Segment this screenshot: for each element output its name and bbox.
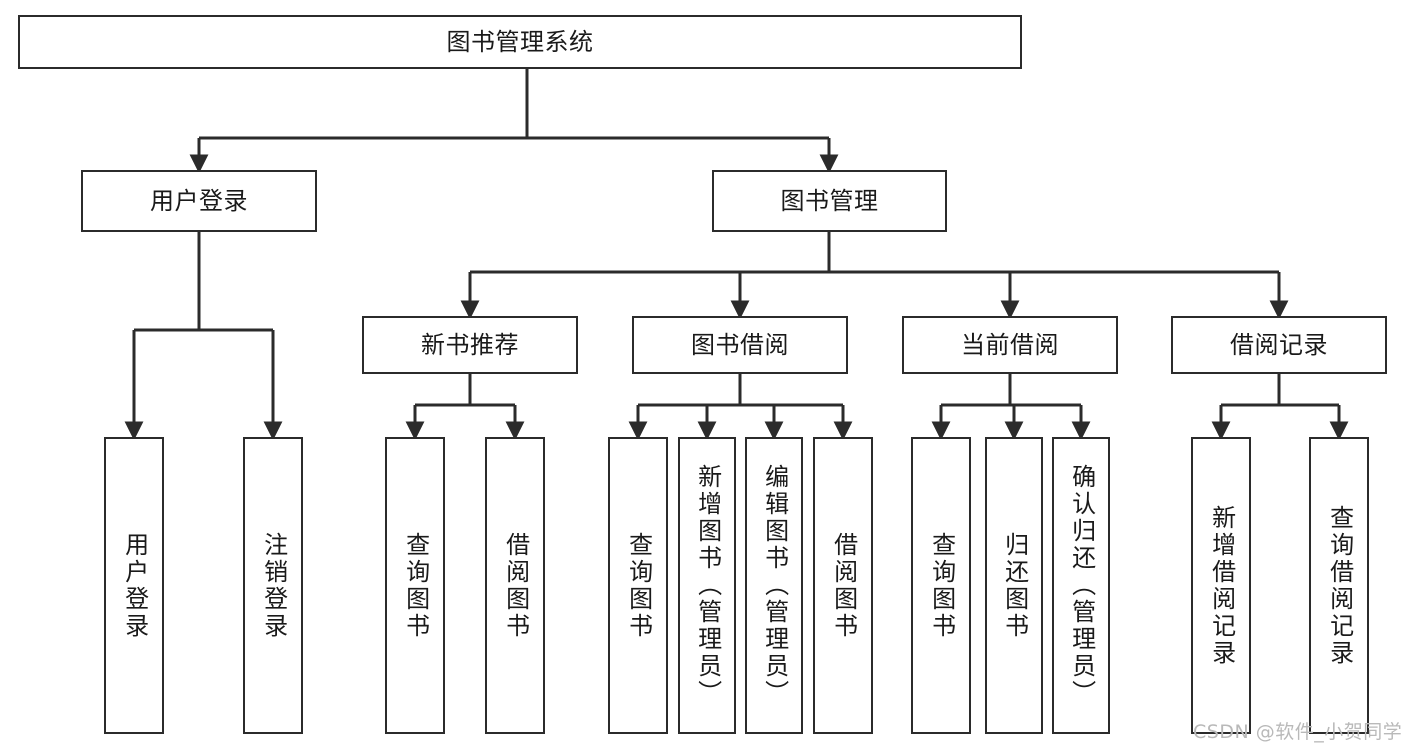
- node-current-borrow[interactable]: 当前借阅: [902, 316, 1118, 374]
- csdn-watermark: CSDN @软件_小贺同学: [1193, 721, 1403, 743]
- node-leaf-query-book-3-label: 查询图书: [927, 531, 956, 640]
- node-leaf-return-book[interactable]: 归还图书: [985, 437, 1043, 734]
- node-leaf-confirm-return-label: 确认归还（管理员）: [1067, 464, 1096, 707]
- node-leaf-query-book-2-label: 查询图书: [624, 531, 653, 640]
- node-leaf-query-book-1-label: 查询图书: [401, 531, 430, 640]
- connector-arrowhead-new_book_rec_to_leaves-1: [505, 421, 525, 441]
- node-new-book-rec[interactable]: 新书推荐: [362, 316, 578, 374]
- node-leaf-add-book-label: 新增图书（管理员）: [693, 464, 722, 707]
- connector-arrowhead-book_manage_to_l3-0: [460, 300, 480, 320]
- node-current-borrow-label: 当前借阅: [961, 330, 1059, 359]
- node-leaf-edit-book[interactable]: 编辑图书（管理员）: [745, 437, 803, 734]
- node-root[interactable]: 图书管理系统: [18, 15, 1022, 69]
- connector-arrowhead-root_to_l2-0: [189, 154, 209, 174]
- node-root-label: 图书管理系统: [446, 27, 594, 56]
- node-leaf-query-record-label: 查询借阅记录: [1325, 504, 1354, 667]
- connector-arrowhead-book_borrow_to_leaves-2: [764, 421, 784, 441]
- connector-arrowhead-new_book_rec_to_leaves-0: [405, 421, 425, 441]
- node-leaf-query-book-2[interactable]: 查询图书: [608, 437, 668, 734]
- node-leaf-logout[interactable]: 注销登录: [243, 437, 303, 734]
- connector-arrowhead-borrow_record_to_leaves-0: [1211, 421, 1231, 441]
- node-user-login-label: 用户登录: [150, 186, 248, 215]
- connector-arrowhead-root_to_l2-1: [819, 154, 839, 174]
- node-user-login[interactable]: 用户登录: [81, 170, 317, 232]
- node-leaf-add-record[interactable]: 新增借阅记录: [1191, 437, 1251, 734]
- node-borrow-record-label: 借阅记录: [1230, 330, 1328, 359]
- node-leaf-edit-book-label: 编辑图书（管理员）: [760, 464, 789, 707]
- node-leaf-logout-label: 注销登录: [259, 531, 288, 640]
- node-leaf-borrow-book-2-label: 借阅图书: [829, 531, 858, 640]
- node-leaf-add-book[interactable]: 新增图书（管理员）: [678, 437, 736, 734]
- node-leaf-add-record-label: 新增借阅记录: [1207, 504, 1236, 667]
- connector-arrowhead-borrow_record_to_leaves-1: [1329, 421, 1349, 441]
- connector-arrowhead-user_login_to_leaves-1: [263, 421, 283, 441]
- connector-arrowhead-book_manage_to_l3-3: [1269, 300, 1289, 320]
- connector-arrowhead-current_borrow_to_leaves-1: [1004, 421, 1024, 441]
- node-new-book-rec-label: 新书推荐: [421, 330, 519, 359]
- connector-arrowhead-book_borrow_to_leaves-0: [628, 421, 648, 441]
- connector-arrowhead-user_login_to_leaves-0: [124, 421, 144, 441]
- node-leaf-borrow-book-2[interactable]: 借阅图书: [813, 437, 873, 734]
- node-leaf-confirm-return[interactable]: 确认归还（管理员）: [1052, 437, 1110, 734]
- node-leaf-query-record[interactable]: 查询借阅记录: [1309, 437, 1369, 734]
- connector-arrowhead-current_borrow_to_leaves-0: [931, 421, 951, 441]
- connector-arrowhead-book_manage_to_l3-2: [1000, 300, 1020, 320]
- node-leaf-user-login[interactable]: 用户登录: [104, 437, 164, 734]
- node-leaf-query-book-3[interactable]: 查询图书: [911, 437, 971, 734]
- connector-arrowhead-book_manage_to_l3-1: [730, 300, 750, 320]
- node-book-borrow[interactable]: 图书借阅: [632, 316, 848, 374]
- node-leaf-return-book-label: 归还图书: [1000, 531, 1029, 640]
- node-leaf-query-book-1[interactable]: 查询图书: [385, 437, 445, 734]
- connector-arrowhead-current_borrow_to_leaves-2: [1071, 421, 1091, 441]
- node-book-manage[interactable]: 图书管理: [712, 170, 947, 232]
- connector-layer: [124, 69, 1349, 441]
- node-leaf-borrow-book-1[interactable]: 借阅图书: [485, 437, 545, 734]
- node-borrow-record[interactable]: 借阅记录: [1171, 316, 1387, 374]
- node-book-manage-label: 图书管理: [780, 186, 879, 215]
- connector-arrowhead-book_borrow_to_leaves-1: [697, 421, 717, 441]
- node-leaf-user-login-label: 用户登录: [120, 531, 149, 640]
- connector-arrowhead-book_borrow_to_leaves-3: [833, 421, 853, 441]
- node-book-borrow-label: 图书借阅: [691, 330, 789, 359]
- node-leaf-borrow-book-1-label: 借阅图书: [501, 531, 530, 640]
